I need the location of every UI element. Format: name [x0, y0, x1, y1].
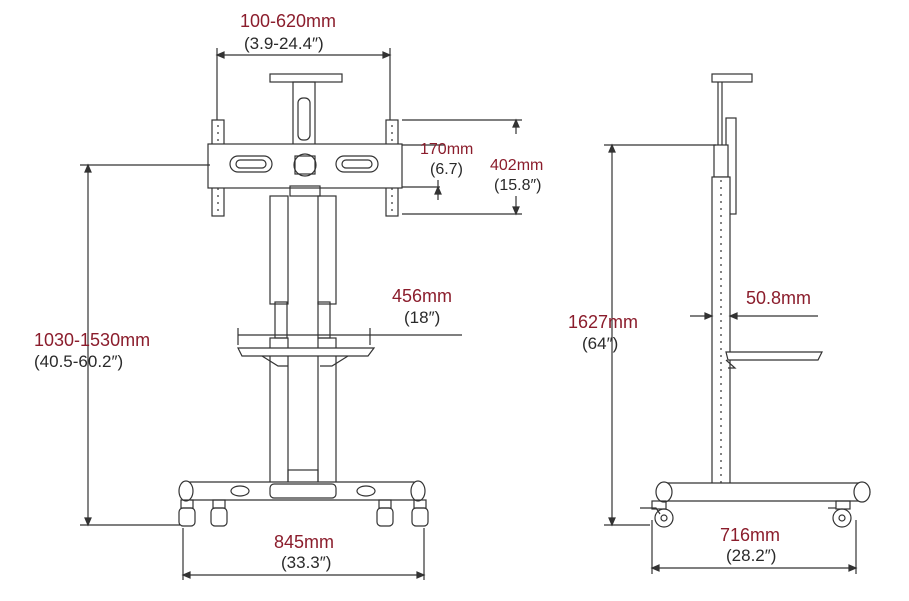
shelf	[237, 347, 376, 357]
front-view	[80, 48, 522, 580]
total-height-in: (64″)	[582, 334, 619, 353]
vesa-width-in: (3.9-24.4″)	[244, 34, 324, 53]
pole-diameter-mm: 50.8mm	[746, 288, 812, 308]
base-width-mm: 845mm	[274, 532, 335, 552]
arrow	[382, 51, 392, 59]
vesa-height-mm: 402mm	[490, 157, 544, 174]
cross-bar	[207, 143, 403, 189]
pole-right-joint	[317, 301, 331, 339]
caster-side-right	[828, 500, 852, 528]
bar-slot-right	[335, 155, 379, 173]
pole-left-joint	[274, 301, 288, 339]
height-range-in: (40.5-60.2″)	[34, 352, 124, 371]
caster-front-1	[178, 499, 196, 527]
caster-front-3	[376, 499, 394, 527]
pole-right-upper	[317, 195, 337, 305]
side-top-plate	[711, 73, 753, 83]
base-width-in: (33.3″)	[281, 553, 332, 572]
bracket-small-mm: 170mm	[420, 141, 474, 158]
bar-slot-left	[229, 155, 273, 173]
base-hub	[269, 483, 337, 499]
caster-front-2	[210, 499, 228, 527]
side-bracket	[713, 144, 729, 178]
shelf-width-in: (18″)	[404, 308, 441, 327]
base-depth-in: (28.2″)	[726, 546, 777, 565]
side-view	[604, 73, 871, 574]
column-slot	[297, 97, 311, 141]
upper-column	[292, 81, 316, 149]
caster-side-left	[640, 500, 674, 528]
center-hub	[293, 153, 317, 177]
pole-right-lower	[317, 337, 337, 487]
vesa-height-in: (15.8″)	[494, 177, 542, 194]
base-depth-mm: 716mm	[720, 525, 781, 545]
shelf-width-mm: 456mm	[392, 286, 453, 306]
height-range-mm: 1030-1530mm	[34, 330, 151, 350]
total-height-mm: 1627mm	[568, 312, 639, 332]
base-bar	[181, 481, 423, 501]
side-base	[657, 482, 871, 502]
clamp	[289, 185, 321, 197]
vesa-width-mm: 100-620mm	[240, 11, 337, 31]
caster-front-4	[411, 499, 429, 527]
side-shelf	[725, 351, 823, 361]
bracket-small-in: (6.7)	[430, 161, 463, 178]
shelf-bracket	[261, 355, 288, 367]
pole-left-lower	[269, 337, 289, 487]
pole-left-upper	[269, 195, 289, 305]
top-plate	[269, 73, 343, 83]
arrow	[215, 51, 225, 59]
